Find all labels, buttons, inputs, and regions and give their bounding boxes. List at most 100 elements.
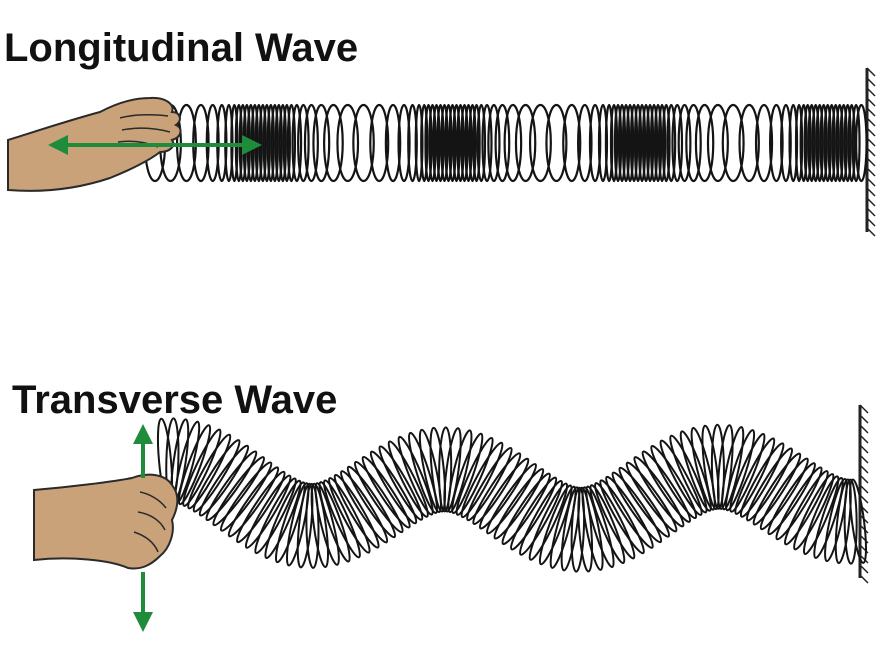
spring-coil xyxy=(323,103,344,183)
spring-coil xyxy=(414,103,424,183)
spring-coil xyxy=(478,457,530,530)
spring-coil xyxy=(659,439,703,516)
longitudinal-title: Longitudinal Wave xyxy=(4,26,359,70)
spring-coil xyxy=(783,470,829,546)
spring-coil xyxy=(466,446,513,522)
spring-coil xyxy=(266,103,275,183)
spring-coil xyxy=(205,450,258,522)
spring-coil xyxy=(650,444,698,520)
spring-coil xyxy=(274,103,283,183)
spring-coil xyxy=(835,103,844,183)
longitudinal-panel xyxy=(7,67,876,237)
transverse-spring xyxy=(156,417,867,573)
spring-coil xyxy=(192,439,241,513)
spring-coil xyxy=(428,103,437,183)
spring-coil xyxy=(476,103,487,183)
spring-coil xyxy=(528,103,552,183)
spring-coil xyxy=(486,463,537,535)
spring-coil xyxy=(657,103,667,183)
spring-coil xyxy=(754,103,774,183)
spring-coil xyxy=(594,482,636,560)
spring-coil xyxy=(621,103,631,183)
spring-coil xyxy=(625,103,635,183)
spring-coil xyxy=(599,479,645,555)
spring-coil xyxy=(811,103,820,183)
spring-coil xyxy=(328,477,371,554)
spring-coil xyxy=(690,427,716,511)
spring-coil xyxy=(282,103,291,183)
spring-coil xyxy=(671,103,684,183)
spring-coil xyxy=(585,485,615,568)
spring-coil xyxy=(775,466,823,541)
spring-coil xyxy=(767,462,816,536)
spring-coil xyxy=(803,103,812,183)
spring-coil xyxy=(346,465,397,539)
spring-coil xyxy=(649,103,659,183)
spring-coil xyxy=(694,103,715,183)
spring-coil xyxy=(721,103,745,183)
spring-coil xyxy=(378,445,424,521)
spring-coil xyxy=(581,486,604,571)
spring-coil xyxy=(420,103,429,183)
spring-coil xyxy=(387,440,429,518)
spring-coil xyxy=(669,434,708,514)
spring-coil xyxy=(706,103,729,183)
spring-coil xyxy=(254,477,297,555)
spring-coil xyxy=(604,103,614,183)
spring-coil xyxy=(455,436,494,516)
spring-coil xyxy=(738,103,760,183)
spring-coil xyxy=(447,429,473,514)
spring-coil xyxy=(278,103,287,183)
spring-coil xyxy=(448,103,457,183)
spring-coil xyxy=(429,426,447,513)
spring-coil xyxy=(633,103,643,183)
spring-coil xyxy=(397,435,434,516)
spring-coil xyxy=(438,426,453,513)
spring-coil xyxy=(560,486,581,572)
spring-coil xyxy=(494,103,511,183)
spring-coil xyxy=(815,103,824,183)
spring-coil xyxy=(244,474,292,549)
spring-coil xyxy=(236,470,286,544)
spring-coil xyxy=(274,481,306,564)
spring-coil xyxy=(849,478,867,564)
spring-coil xyxy=(799,103,808,183)
spring-coil xyxy=(198,444,250,517)
spring-coil xyxy=(807,103,816,183)
spring-coil xyxy=(481,103,493,183)
spring-coil xyxy=(538,484,573,566)
spring-coil xyxy=(802,475,840,555)
spring-coil xyxy=(724,429,756,512)
spring-coil xyxy=(369,103,390,183)
spring-coil xyxy=(297,103,310,183)
spring-coil xyxy=(314,482,340,566)
spring-coil xyxy=(831,103,840,183)
spring-coil xyxy=(451,432,484,515)
spring-coil xyxy=(509,476,558,551)
spring-coil xyxy=(847,103,856,183)
spring-coil xyxy=(452,103,461,183)
spring-coil xyxy=(352,103,375,183)
spring-coil xyxy=(312,103,331,183)
spring-coil xyxy=(637,103,647,183)
spring-coil xyxy=(625,461,678,533)
spring-coil xyxy=(794,103,804,183)
spring-coil xyxy=(834,478,852,565)
spring-coil xyxy=(824,477,848,563)
spring-coil xyxy=(577,103,593,183)
transverse-panel xyxy=(33,404,869,632)
spring-coil xyxy=(472,103,481,183)
spring-coil xyxy=(611,471,663,544)
spring-coil xyxy=(464,103,473,183)
spring-coil xyxy=(182,428,222,507)
spring-coil xyxy=(418,428,442,514)
spring-coil xyxy=(759,457,809,531)
spring-coil xyxy=(460,103,469,183)
spring-coil xyxy=(617,103,627,183)
spring-coil xyxy=(286,103,297,183)
spring-coil xyxy=(384,103,402,183)
spring-coil xyxy=(827,103,836,183)
spring-coil xyxy=(361,455,411,529)
spring-coil xyxy=(843,103,852,183)
